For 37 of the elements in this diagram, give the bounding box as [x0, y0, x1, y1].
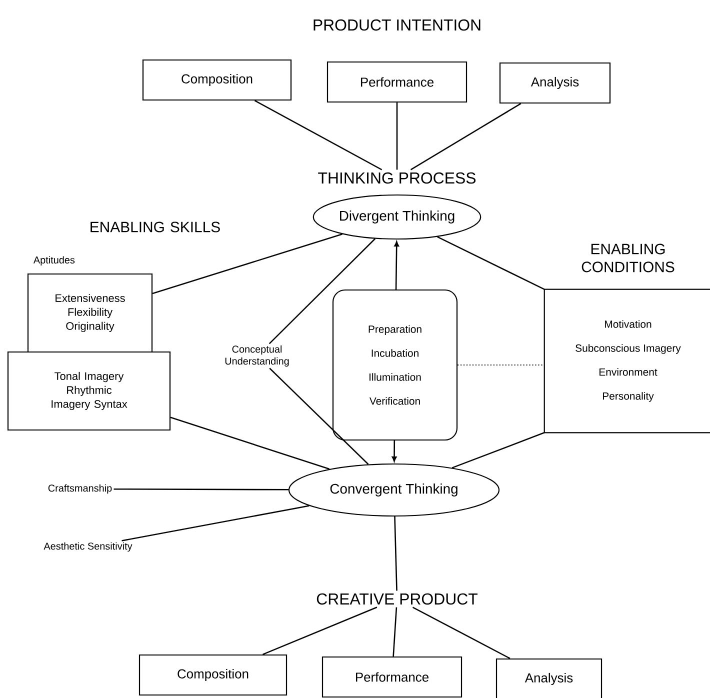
text-box: Analysis — [499, 62, 611, 104]
conditions-box: Motivation Subconscious Imagery Environment Personality — [544, 288, 710, 434]
factor-text: Conceptual Understanding — [225, 345, 289, 367]
text-box: Analysis — [496, 658, 602, 698]
connector-line — [410, 103, 522, 170]
connector-line — [122, 505, 310, 542]
section-heading: CREATIVE PRODUCT — [316, 593, 478, 605]
connector-line — [262, 606, 378, 656]
text-box: Composition — [138, 654, 288, 696]
connector-line — [114, 488, 288, 490]
box-heading: Aptitudes — [33, 256, 75, 266]
connector-line — [152, 234, 342, 294]
section-heading: ENABLING SKILLS — [90, 222, 220, 232]
factor-text: Aesthetic Sensitivity — [44, 542, 132, 552]
connector-line — [268, 238, 376, 344]
connector-line — [412, 606, 510, 660]
connector-line — [254, 100, 382, 170]
stages-box: Preparation Incubation Illumination Verification — [332, 289, 458, 441]
arrow — [392, 440, 397, 462]
connector-line — [452, 432, 545, 468]
factor-text: Craftsmanship — [48, 484, 112, 494]
dotted-line — [457, 364, 545, 366]
text-box: Performance — [326, 61, 468, 103]
section-heading: ENABLING CONDITIONS — [582, 244, 674, 272]
text-box: Tonal Imagery Rhythmic Imagery Syntax — [7, 351, 171, 431]
connector-line — [392, 607, 398, 656]
section-heading: THINKING PROCESS — [318, 172, 476, 184]
diagram-title: PRODUCT INTENTION — [314, 19, 480, 31]
arrow — [394, 241, 400, 290]
connector-line — [170, 416, 330, 470]
connector-line — [269, 368, 369, 465]
connector-line — [396, 102, 398, 170]
connector-line — [394, 516, 398, 591]
text-box: Composition — [142, 59, 292, 101]
connector-line — [437, 236, 545, 290]
text-box: Performance — [322, 656, 462, 698]
text-box: Extensiveness Flexibility Originality — [27, 273, 153, 353]
